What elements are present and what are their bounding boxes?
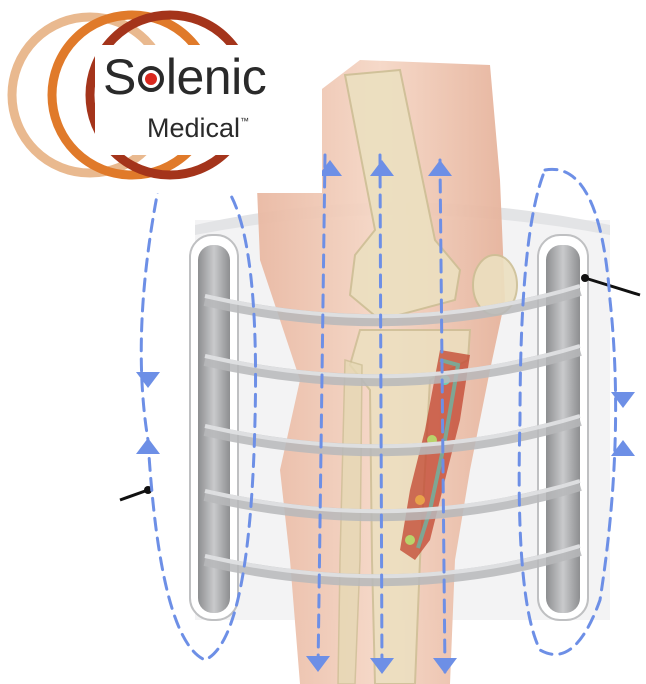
logo-letter-s: S [103,49,136,105]
left-lead-wire [120,490,148,500]
logo-brand-rest: lenic [166,49,266,105]
trademark-symbol: ™ [240,116,249,126]
logo-red-dot-icon [145,73,157,85]
arrow-up-icon [136,438,160,454]
logo-subtitle: Medical™ [147,115,249,142]
arrow-down-icon [136,372,160,388]
logo-medical-text: Medical [147,113,240,143]
